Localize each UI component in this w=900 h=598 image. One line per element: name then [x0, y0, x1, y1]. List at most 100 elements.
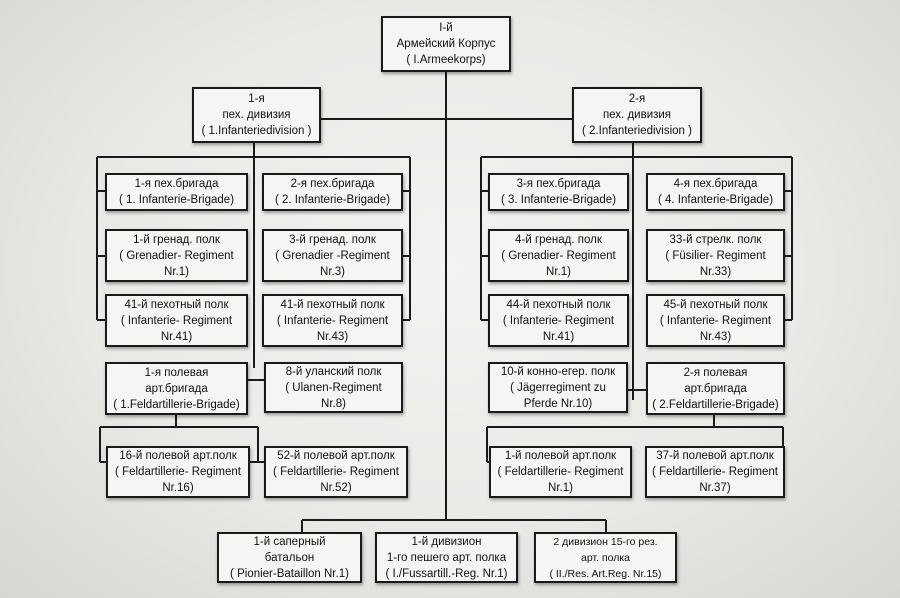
infantry-regiment-41-box: 41-й пехотный полк ( Infanterie- Regimen… — [105, 294, 248, 347]
unit-name: 1-й гренад. полк — [133, 233, 220, 246]
unit-name: 2 дивизион 15-го рез. — [553, 535, 658, 548]
unit-german: ( Feldartillerie- Regiment — [652, 466, 778, 478]
unit-name: 3-я пех.бригада — [516, 178, 601, 190]
grenadier-regiment-3-box: 3-й гренад. полк ( Grenadier -Regiment N… — [262, 229, 403, 282]
division-number: 2-я — [628, 93, 646, 105]
division-1-box: 1-я пех. дивизия ( 1.Infanteriedivision … — [192, 87, 321, 143]
unit-name: 1-й полевой арт.полк — [504, 450, 617, 462]
unit-number: Nr.41) — [160, 330, 193, 343]
pioneer-battalion-box: 1-й саперный батальон ( Pionier-Bataillo… — [217, 532, 362, 583]
unit-type: арт.бригада — [684, 382, 747, 395]
division-name: пех. дивизия — [602, 109, 672, 121]
unit-german: ( 4. Infanterie-Brigade) — [657, 194, 774, 206]
unit-name: 1-я пех.бригада — [134, 178, 219, 190]
grenadier-regiment-4-box: 4-й гренад. полк ( Grenadier- Regiment N… — [488, 229, 629, 282]
unit-german: ( 3. Infanterie-Brigade) — [500, 194, 617, 206]
unit-number: Nr.1) — [164, 265, 189, 278]
unit-german: ( Infanterie- Regiment — [276, 314, 389, 327]
unit-name: 33-й стрелк. полк — [669, 233, 762, 246]
division-name: пех. дивизия — [222, 109, 291, 121]
field-artillery-16-box: 16-й полевой арт.полк ( Feldartillerie- … — [106, 446, 250, 498]
unit-type: арт. полка — [580, 551, 630, 564]
unit-number: Pferde Nr.10) — [523, 397, 593, 410]
unit-number: Nr.43) — [316, 330, 349, 343]
division-german: ( 2.Infanteriedivision ) — [582, 125, 692, 137]
unit-name: 37-й полевой арт.полк — [656, 450, 774, 462]
unit-number: Nr.8) — [321, 397, 346, 410]
unit-name: 52-й полевой арт.полк — [277, 450, 395, 462]
unit-german: ( Grenadier- Regiment — [501, 249, 616, 262]
artillery-brigade-2-box: 2-я полевая арт.бригада ( 2.Feldartiller… — [646, 362, 785, 415]
unit-number: Nr.52) — [320, 482, 352, 494]
unit-name: 1-й саперный — [253, 535, 326, 548]
unit-german: ( 1. Infanterie-Brigade) — [118, 194, 235, 206]
unit-german: ( Feldartillerie- Regiment — [273, 466, 399, 478]
division-2-box: 2-я пех. дивизия ( 2.Infanteriedivision … — [572, 87, 702, 143]
unit-type: 1-го пешего арт. полка — [386, 551, 507, 564]
infantry-regiment-41-43-box: 41-й пехотный полк ( Infanterie- Regimen… — [262, 294, 403, 347]
unit-number: Nr.16) — [162, 482, 194, 494]
foot-artillery-battalion-box: 1-й дивизион 1-го пешего арт. полка ( I.… — [375, 532, 518, 583]
unit-german: ( II./Res. Art.Reg. Nr.15) — [549, 567, 662, 580]
artillery-brigade-1-box: 1-я полевая арт.бригада ( 1.Feldartiller… — [105, 362, 248, 415]
unit-number: Nr.37) — [699, 482, 731, 494]
fusilier-regiment-33-box: 33-й стрелк. полк ( Füsilier- Regiment N… — [646, 229, 785, 282]
unit-german: ( Feldartillerie- Regiment — [497, 466, 624, 478]
unit-name: 44-й пехотный полк — [506, 298, 611, 311]
infantry-regiment-45-box: 45-й пехотный полк ( Infanterie- Regimen… — [646, 294, 785, 347]
unit-name: 1-я полевая — [144, 366, 209, 379]
division-number: 1-я — [248, 93, 265, 105]
field-artillery-52-box: 52-й полевой арт.полк ( Feldartillerie- … — [264, 446, 408, 498]
brigade-1-box: 1-я пех.бригада ( 1. Infanterie-Brigade) — [105, 173, 248, 211]
unit-german: ( Infanterie- Regiment — [659, 314, 772, 327]
unit-name: 45-й пехотный полк — [663, 298, 768, 311]
unit-name: 16-й полевой арт.полк — [119, 450, 237, 462]
unit-german: ( 2.Feldartillerie-Brigade) — [652, 398, 779, 411]
unit-german: ( 2. Infanterie-Brigade) — [274, 194, 391, 206]
unit-name: 1-й дивизион — [411, 535, 482, 548]
unit-name: 10-й конно-егер. полк — [500, 365, 616, 378]
uhlan-regiment-8-box: 8-й уланский полк ( Ulanen-Regiment Nr.8… — [264, 362, 403, 413]
unit-name: 2-я пех.бригада — [290, 178, 375, 190]
unit-number: Nr.1) — [546, 265, 571, 278]
unit-german: ( Grenadier -Regiment — [275, 249, 390, 262]
unit-name: 41-й пехотный полк — [280, 298, 385, 311]
unit-name: 3-й гренад. полк — [289, 233, 376, 246]
brigade-2-box: 2-я пех.бригада ( 2. Infanterie-Brigade) — [262, 173, 403, 211]
grenadier-regiment-1-box: 1-й гренад. полк ( Grenadier- Regiment N… — [105, 229, 248, 282]
brigade-4-box: 4-я пех.бригада ( 4. Infanterie-Brigade) — [646, 173, 785, 211]
unit-german: ( Pionier-Bataillon Nr.1) — [230, 567, 349, 580]
field-artillery-1-box: 1-й полевой арт.полк ( Feldartillerie- R… — [489, 446, 632, 498]
corps-name: Армейский Корпус — [396, 38, 496, 50]
unit-number: Nr.41) — [542, 330, 575, 343]
unit-german: ( Infanterie- Regiment — [120, 314, 233, 327]
corps-number: I-й — [439, 22, 453, 34]
unit-name: 8-й уланский полк — [285, 365, 382, 378]
unit-number: Nr.43) — [699, 330, 732, 343]
corps-box: I-й Армейский Корпус ( I.Armeekorps) — [381, 16, 511, 72]
unit-number: Nr.3) — [320, 265, 345, 278]
unit-name: 4-й гренад. полк — [515, 233, 602, 246]
unit-number: Nr.33) — [699, 265, 732, 278]
jaeger-regiment-10-box: 10-й конно-егер. полк ( Jägerregiment zu… — [488, 362, 628, 413]
unit-type: арт.бригада — [145, 382, 208, 395]
unit-german: ( Infanterie- Regiment — [502, 314, 615, 327]
unit-german: ( Ulanen-Regiment — [285, 381, 382, 394]
unit-german: ( Grenadier- Regiment — [119, 249, 234, 262]
brigade-3-box: 3-я пех.бригада ( 3. Infanterie-Brigade) — [488, 173, 629, 211]
field-artillery-37-box: 37-й полевой арт.полк ( Feldartillerie- … — [645, 446, 785, 498]
division-german: ( 1.Infanteriedivision ) — [201, 125, 312, 137]
corps-german: ( I.Armeekorps) — [406, 54, 486, 66]
unit-name: 2-я полевая — [683, 366, 748, 379]
infantry-regiment-44-box: 44-й пехотный полк ( Infanterie- Regimen… — [488, 294, 629, 347]
unit-german: ( Jägerregiment zu — [510, 381, 606, 394]
reserve-artillery-battalion-box: 2 дивизион 15-го рез. арт. полка ( II./R… — [534, 532, 677, 583]
unit-german: ( Feldartillerie- Regiment — [115, 466, 241, 478]
unit-german: ( Füsilier- Regiment — [665, 249, 766, 262]
unit-german: ( I./Fussartill.-Reg. Nr.1) — [385, 567, 508, 580]
unit-name: 4-я пех.бригада — [673, 178, 758, 190]
unit-name: 41-й пехотный полк — [124, 298, 229, 311]
unit-type: батальон — [264, 551, 315, 564]
unit-german: ( 1.Feldartillerie-Brigade) — [113, 398, 240, 411]
